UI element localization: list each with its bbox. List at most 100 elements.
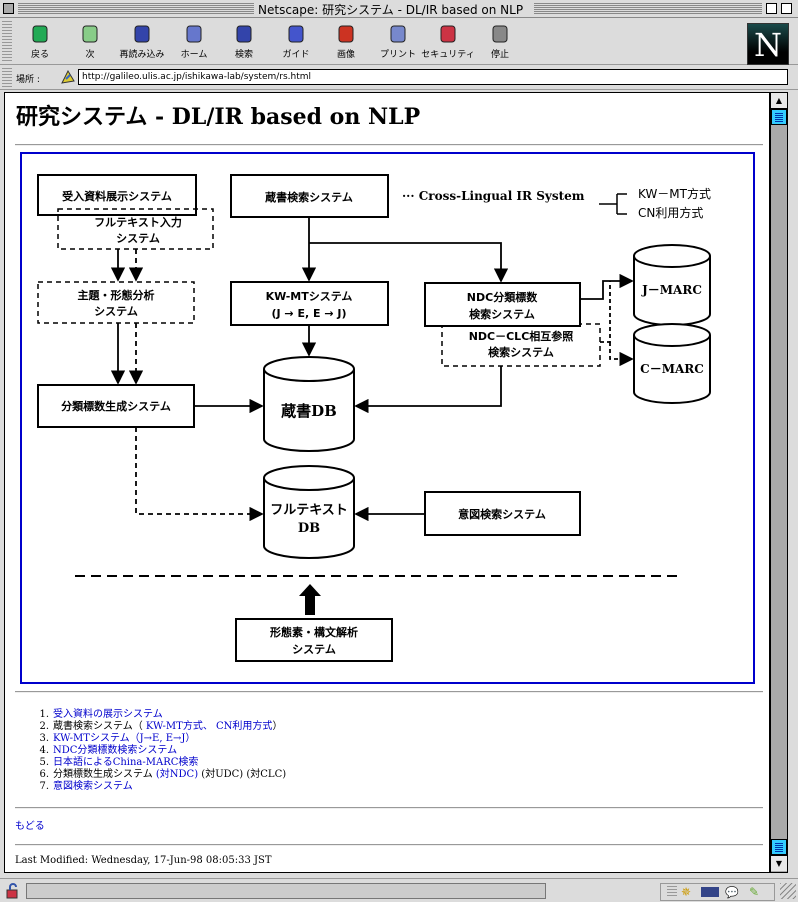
toolbar-button-6[interactable]: 画像: [318, 23, 374, 63]
label-bunrui-gen: 分類標数生成システム: [61, 399, 171, 413]
toolbar-button-3[interactable]: ホーム: [166, 23, 222, 63]
db-zosho: [263, 356, 355, 452]
thick-up-arrow: [299, 584, 321, 615]
toolbar-button-label: 次: [85, 50, 95, 60]
bookmark-page-icon[interactable]: [60, 69, 76, 85]
list-link[interactable]: CN利用方式: [216, 721, 273, 732]
list-number: 3.: [39, 733, 49, 744]
list-link[interactable]: NDC分類標数検索システム: [53, 745, 178, 756]
list-item: 4. NDC分類標数検索システム: [25, 745, 286, 757]
list-item: 7.意図検索システム: [25, 781, 286, 793]
toolbar-button-label: 再読み込み: [119, 50, 165, 60]
title-stripes-right: [534, 3, 762, 14]
location-label: 場所 :: [16, 75, 40, 85]
toolbar-button-2[interactable]: 再読み込み: [114, 23, 170, 63]
label-ndc-2: 検索システム: [469, 307, 535, 321]
page-content: 研究システム - DL/IR based on NLP 受入資料展示システム フ…: [4, 92, 770, 873]
label-ndc-1: NDC分類標数: [467, 290, 538, 304]
zoom-box[interactable]: [766, 3, 777, 14]
location-grip[interactable]: [2, 68, 12, 88]
scroll-down-button[interactable]: ▼: [771, 855, 787, 871]
label-fulltext-db-2: DB: [298, 521, 320, 536]
label-option-kwmt: KW－MT方式: [638, 186, 711, 201]
bracket: [599, 193, 627, 215]
scroll-thumb[interactable]: [771, 839, 787, 855]
navigator-icon[interactable]: ✵: [681, 885, 692, 899]
discussion-icon[interactable]: 💬: [725, 886, 739, 899]
list-link[interactable]: (対NDC): [155, 769, 199, 780]
navigation-toolbar: 戻る次 再読み込み ホーム 検索 ガイド 画像 プリントセキュリティ 停止: [0, 19, 798, 65]
toolbar-button-label: セキュリティ: [421, 50, 475, 60]
list-text: (対UDC) (対CLC): [198, 769, 287, 780]
db-jmarc: [633, 244, 711, 326]
toolbar-button-8[interactable]: セキュリティ: [420, 23, 476, 63]
list-number: 5.: [39, 757, 49, 768]
list-number: 1.: [39, 709, 49, 720]
label-zosho-search: 蔵書検索システム: [265, 190, 353, 204]
scroll-thumb-top[interactable]: [771, 109, 787, 125]
back-arrow-icon: [28, 23, 52, 45]
divider: [15, 144, 763, 146]
label-ito: 意図検索システム: [458, 507, 546, 521]
label-kwmt-2: (J → E, E → J): [271, 307, 346, 320]
list-item: 3. KW-MTシステム（J→E, E→J）: [25, 733, 286, 745]
window-title: Netscape: 研究システム - DL/IR based on NLP: [258, 3, 524, 17]
back-link[interactable]: もどる: [15, 821, 45, 832]
box-shudai: [37, 281, 195, 324]
box-zosho-search: [230, 174, 389, 218]
close-box[interactable]: [3, 3, 14, 14]
db-cmarc: [633, 323, 711, 404]
composer-icon[interactable]: ✎: [749, 885, 760, 899]
toolbar-button-label: 停止: [490, 50, 509, 60]
window-title-bar[interactable]: Netscape: 研究システム - DL/IR based on NLP: [0, 0, 798, 18]
label-ndcclc-1: NDC－CLC相互参照: [469, 329, 574, 343]
list-link[interactable]: 日本語によるChina-MARC検索: [53, 757, 199, 768]
toolbar-button-5[interactable]: ガイド: [268, 23, 324, 63]
toolbar-button-label: 画像: [336, 50, 355, 60]
label-keitaiso-1: 形態素・構文解析: [270, 625, 358, 639]
url-input[interactable]: [78, 69, 788, 85]
list-number: 6.: [39, 769, 49, 780]
label-crosslingual: ··· Cross-Lingual IR System: [402, 189, 585, 203]
list-text: 蔵書検索システム（: [53, 721, 146, 732]
list-link[interactable]: KW-MTシステム（J→E, E→J）: [53, 733, 196, 744]
guide-signpost-icon: [284, 23, 308, 45]
toolbar-button-label: 検索: [234, 50, 253, 60]
images-icon: [334, 23, 358, 45]
label-kwmt-1: KW-MTシステム: [266, 290, 353, 303]
list-item: 5. 日本語によるChina-MARC検索: [25, 757, 286, 769]
status-text-field: [26, 883, 546, 899]
box-ndcclc: [441, 323, 601, 367]
list-link[interactable]: 意図検索システム: [53, 781, 133, 792]
label-fulltext-db-1: フルテキスト: [270, 503, 348, 518]
toolbar-button-9[interactable]: 停止: [472, 23, 528, 63]
search-flashlight-icon: [232, 23, 256, 45]
scroll-up-button[interactable]: ▲: [771, 93, 787, 109]
stop-icon: [488, 23, 512, 45]
security-lock-icon[interactable]: [5, 883, 21, 899]
collapse-box[interactable]: [781, 3, 792, 14]
list-number: 4.: [39, 745, 49, 756]
toolbar-button-label: ガイド: [282, 50, 310, 60]
toolbar-button-4[interactable]: 検索: [216, 23, 272, 63]
divider: [15, 807, 763, 809]
toolbar-button-1[interactable]: 次: [62, 23, 118, 63]
toolbar-grip[interactable]: [2, 21, 12, 63]
component-bar: ✵ 💬 ✎: [660, 883, 775, 901]
toolbar-button-label: ホーム: [180, 50, 208, 60]
label-option-cn: CN利用方式: [638, 205, 703, 220]
toolbar-button-7[interactable]: プリント: [370, 23, 426, 63]
netscape-logo[interactable]: N: [747, 23, 789, 65]
vertical-scrollbar[interactable]: ▲ ▼: [770, 92, 788, 873]
print-icon: [386, 23, 410, 45]
label-shudai-1: 主題・形態分析: [78, 288, 155, 302]
list-link[interactable]: 受入資料の展示システム: [53, 709, 163, 720]
resize-handle[interactable]: [780, 883, 796, 899]
mail-icon[interactable]: [701, 887, 719, 897]
toolbar-button-0[interactable]: 戻る: [12, 23, 68, 63]
system-diagram: 受入資料展示システム フルテキスト入力 システム 主題・形態分析 システム 分類…: [20, 152, 755, 684]
box-ndc: [424, 282, 581, 327]
list-link[interactable]: KW-MT方式、: [145, 721, 213, 732]
component-bar-grip[interactable]: [667, 886, 677, 898]
